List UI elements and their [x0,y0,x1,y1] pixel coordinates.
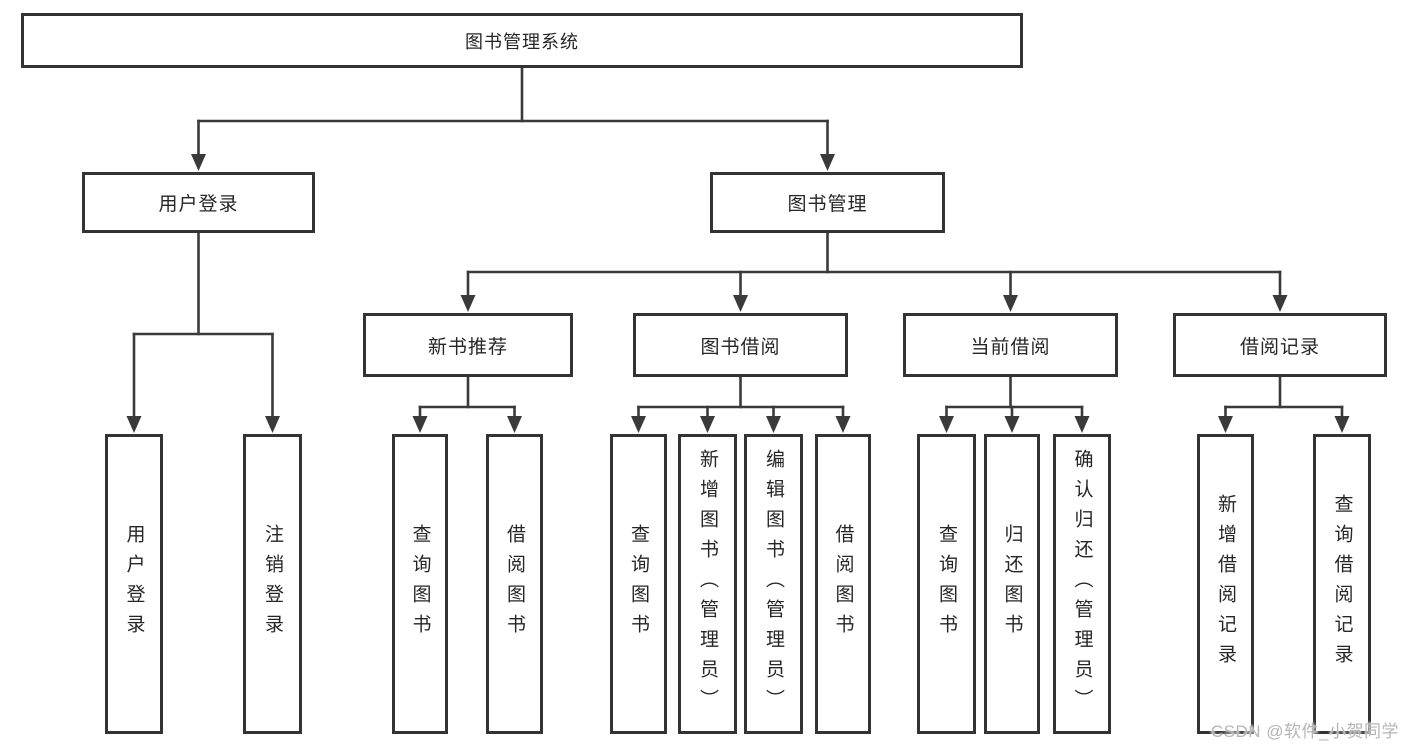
node-borrow-add-book: 新增图书（管理员） [678,434,737,734]
node-current-borrow: 当前借阅 [903,313,1118,377]
node-user-login: 用户登录 [82,172,315,233]
node-logout-op: 注销登录 [243,434,302,734]
node-cur-confirm-return: 确认归还（管理员） [1053,434,1111,734]
node-borrow-edit-book: 编辑图书（管理员） [744,434,803,734]
node-rec-query-book: 查询图书 [392,434,448,734]
watermark: CSDN @软件_小贺同学 [1210,722,1399,741]
node-login-op: 用户登录 [105,434,163,734]
node-book-mgmt: 图书管理 [710,172,945,233]
node-new-book-rec: 新书推荐 [363,313,573,377]
node-cur-return-book: 归还图书 [984,434,1040,734]
node-borrow-borrow-book: 借阅图书 [815,434,871,734]
node-borrow-query-book: 查询图书 [610,434,667,734]
node-rec-borrow-book: 借阅图书 [486,434,543,734]
node-rec2-query-record: 查询借阅记录 [1313,434,1371,734]
node-book-borrow: 图书借阅 [633,313,848,377]
node-borrow-record: 借阅记录 [1173,313,1387,377]
node-rec2-add-record: 新增借阅记录 [1197,434,1254,734]
node-root: 图书管理系统 [21,13,1023,68]
node-cur-query-book: 查询图书 [917,434,976,734]
